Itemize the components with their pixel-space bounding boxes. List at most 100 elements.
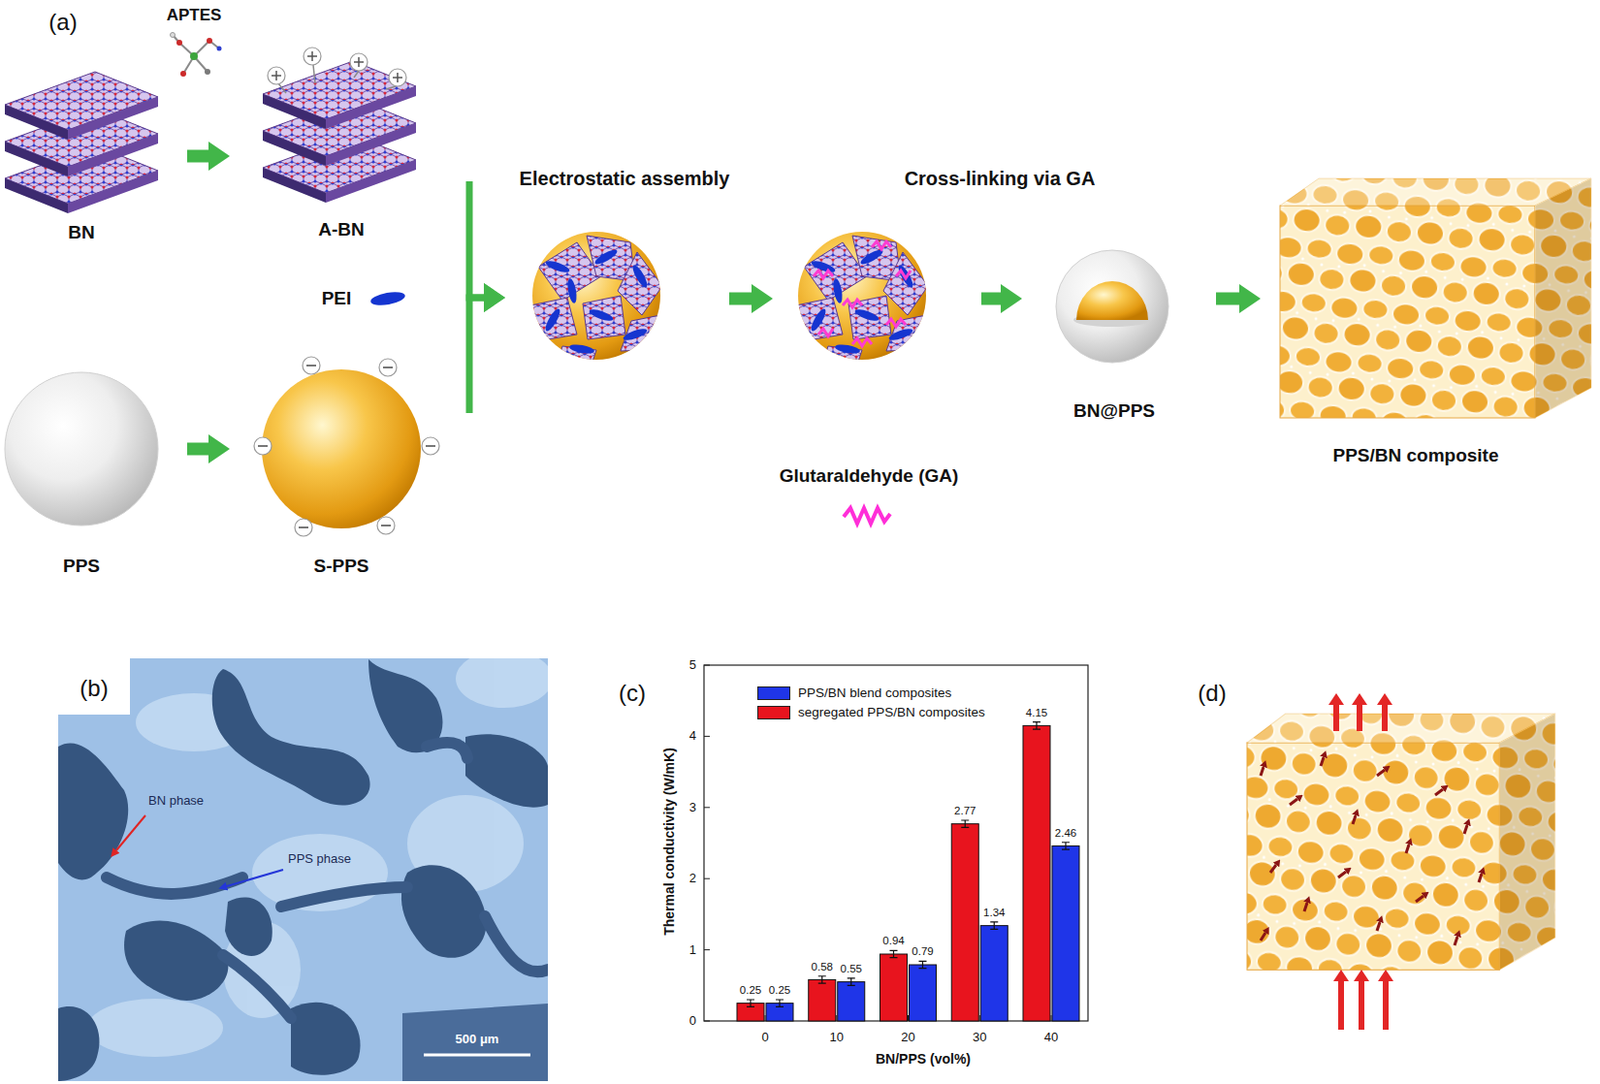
flow-arrow <box>469 297 484 414</box>
micrograph <box>106 742 548 1019</box>
sulfonate-charges <box>254 356 440 537</box>
aptes-molecule <box>180 70 187 77</box>
micrograph <box>87 658 548 1057</box>
sulfonate-charges <box>302 356 320 375</box>
micrograph <box>455 658 548 708</box>
error-bar <box>775 999 784 1007</box>
aptes-charges <box>267 66 286 85</box>
flow-arrow <box>469 181 484 298</box>
legend-swatch <box>757 686 791 701</box>
value-label: 0.58 <box>811 960 833 974</box>
panel-letter: (a) <box>48 8 77 36</box>
ga-links <box>813 241 911 347</box>
tick-label: 30 <box>972 1030 987 1046</box>
heat-path-arrows <box>1454 936 1458 946</box>
pointer-arrow <box>116 815 146 851</box>
heat-path-arrows <box>1376 769 1385 776</box>
heat-path-arrows <box>1478 873 1482 883</box>
micrograph <box>402 1003 548 1082</box>
assembly-sphere <box>530 231 663 362</box>
heat-path-arrows <box>1260 932 1266 941</box>
sulfonate-charges <box>421 437 440 455</box>
material-illustration: BN <box>4 71 188 210</box>
aptes-molecule <box>176 39 183 46</box>
value-label: 1.34 <box>983 906 1005 920</box>
heat-path-arrows <box>1415 896 1424 902</box>
sulfonate-charges <box>381 524 391 527</box>
heat-path-arrows <box>1406 844 1409 854</box>
tick-label: 1 <box>689 942 697 958</box>
heat-flow-arrows <box>1356 704 1363 732</box>
flow-arrow <box>981 292 1001 306</box>
axis-tick <box>704 1021 710 1023</box>
core-shell-sphere <box>1056 250 1169 363</box>
scale-label: 500 μm <box>455 1032 500 1048</box>
axis-tick <box>907 1015 909 1022</box>
micrograph <box>212 669 371 805</box>
sulfonate-charges <box>257 365 436 528</box>
aptes-charges <box>278 64 396 94</box>
material-illustration: PPS/BN composite <box>1260 178 1592 418</box>
value-label: 0.94 <box>882 934 904 948</box>
aptes-molecule <box>206 37 213 44</box>
heat-flow-arrows <box>1382 981 1389 1030</box>
node-label: PPS/BN composite <box>1332 445 1499 467</box>
micrograph <box>58 1006 100 1082</box>
tick-label: 0 <box>689 1014 697 1029</box>
micrograph <box>281 887 408 907</box>
ga-links <box>896 270 911 279</box>
node-label: S-PPS <box>313 555 369 577</box>
heat-path-arrows <box>1352 815 1356 825</box>
axis-tick <box>704 665 710 667</box>
sulfonate-charges <box>254 356 440 537</box>
heat-flow-arrows <box>1333 704 1340 732</box>
aptes-charges <box>278 83 287 94</box>
error-bar <box>1032 722 1041 730</box>
process-step: Electrostatic assembly <box>505 231 730 360</box>
axis-tick <box>835 1015 837 1022</box>
ga-links <box>818 328 833 337</box>
aptes-molecule <box>170 32 223 78</box>
heat-path-arrows <box>1289 799 1298 805</box>
aptes-charges <box>388 68 407 87</box>
bar <box>837 982 865 1022</box>
bar <box>808 979 836 1022</box>
axis-tick <box>704 878 710 880</box>
aptes-charges <box>271 70 282 81</box>
value-label: 0.79 <box>911 945 933 959</box>
micrograph <box>223 955 291 1019</box>
heat-flow-arrows <box>1381 704 1388 732</box>
micrograph <box>290 1002 361 1076</box>
material-illustration: PPS <box>4 372 188 526</box>
value-label: 0.25 <box>768 984 791 997</box>
sulfonate-charges <box>257 445 268 448</box>
aptes-charges <box>350 53 368 71</box>
aptes-charges <box>353 57 364 67</box>
micrograph <box>106 877 243 895</box>
node-label: BN@PPS <box>1073 400 1155 422</box>
reagent-label: PEI <box>321 288 352 310</box>
ga-links <box>852 338 872 347</box>
ga-links <box>871 241 892 250</box>
micrograph <box>426 742 468 759</box>
panel-letter: (d) <box>1197 679 1226 707</box>
flow-arrow <box>1216 292 1240 306</box>
bar <box>951 824 979 1022</box>
micrograph <box>401 864 487 959</box>
tick-label: 10 <box>830 1030 844 1046</box>
aptes-molecule <box>190 52 198 61</box>
heat-path-arrows <box>1435 789 1443 796</box>
value-label: 0.55 <box>840 962 863 976</box>
reagent-label: APTES <box>166 5 223 26</box>
panel-letter: (c) <box>618 679 646 707</box>
heat-path-arrows <box>1376 922 1380 931</box>
axis-tick <box>704 736 710 737</box>
axis-tick <box>1051 1015 1053 1022</box>
micrograph <box>368 659 443 753</box>
error-bar <box>1061 842 1070 850</box>
node-label: Electrostatic assembly <box>519 167 731 191</box>
heat-path-arrows <box>1260 767 1264 776</box>
ga-links <box>842 299 863 308</box>
